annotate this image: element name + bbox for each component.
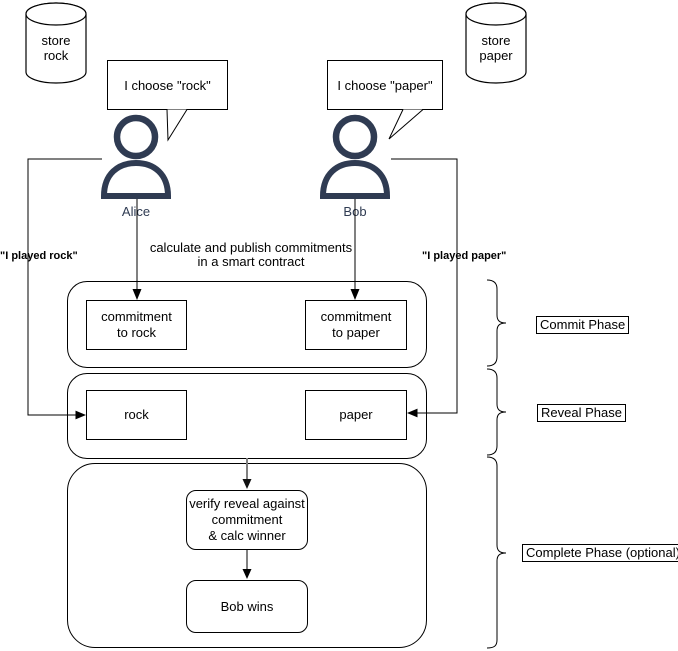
store-rock-label: store rock [41,33,71,63]
database-cylinder-icon [25,2,87,84]
i-played-rock-label: "I played rock" [0,250,78,262]
alice-speech-text: I choose "rock" [124,77,211,93]
commitment-to-paper-box: commitment to paper [305,300,407,350]
commit-phase-tag: Commit Phase [536,316,630,334]
bob-bubble-tail [388,109,424,140]
paper-box: paper [305,390,407,440]
bob-wins-box: Bob wins [186,580,308,633]
alice-speech-bubble: I choose "rock" [107,60,228,110]
commitment-to-rock-box: commitment to rock [86,300,187,350]
alice-name-label: Alice [121,204,151,219]
complete-phase-tag: Complete Phase (optional) [522,544,678,562]
rock-box: rock [86,390,187,440]
reveal-phase-tag: Reveal Phase [537,404,626,422]
reveal-phase-brace [486,368,507,456]
bob-speech-bubble: I choose "paper" [327,60,443,110]
database-cylinder-icon [465,2,527,84]
person-icon [100,114,172,199]
complete-phase-brace [486,456,507,649]
i-played-paper-label: "I played paper" [422,250,507,262]
bob-name-label: Bob [343,204,367,219]
bob-speech-text: I choose "paper" [337,77,433,93]
calculate-commitments-label: calculate and publish commitments in a s… [149,240,353,269]
store-paper-label: store paper [479,33,513,63]
commit-phase-brace [486,279,507,367]
person-icon [319,114,391,199]
verify-reveal-box: verify reveal against commitment & calc … [186,490,308,550]
